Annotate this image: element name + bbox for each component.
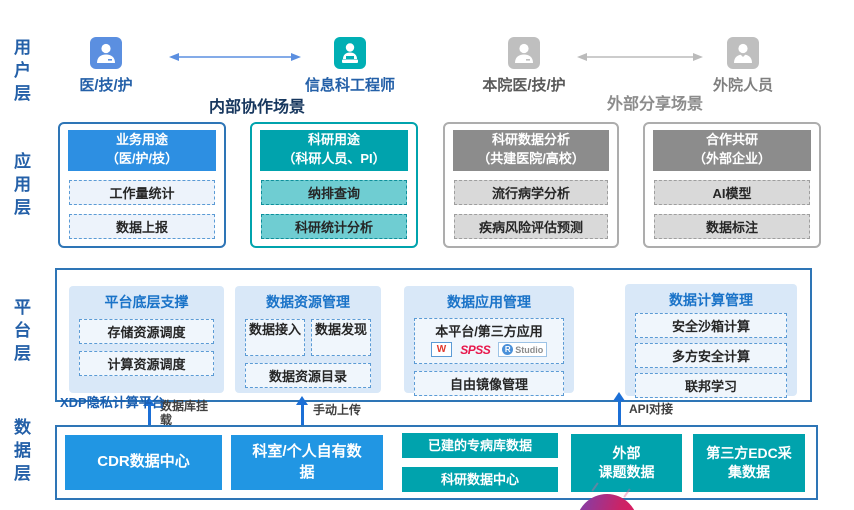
rstudio-logo-icon: R Studio bbox=[498, 342, 548, 357]
data-source-label: CDR数据中心 bbox=[97, 453, 190, 471]
app-box-title: 科研用途 bbox=[307, 132, 360, 147]
app-box-analysis: 科研数据分析 （共建医院/高校） 流行病学分析 疾病风险评估预测 bbox=[443, 122, 619, 248]
app-box-title: 合作共研 bbox=[705, 132, 758, 147]
app-box-subtitle: （外部企业） bbox=[692, 150, 771, 166]
data-source-label: 第三方EDC采 bbox=[706, 445, 792, 462]
app-box-subtitle: （科研人员、PI） bbox=[282, 150, 386, 166]
scenario-internal-label: 内部协作场景 bbox=[208, 99, 305, 116]
panel-item: 自由镜像管理 bbox=[414, 371, 564, 396]
layer-label-app: 应用层 bbox=[11, 152, 30, 221]
app-box-cooperation: 合作共研 （外部企业） AI模型 数据标注 bbox=[643, 122, 821, 248]
app-box-title: 业务用途 bbox=[115, 132, 168, 147]
panel-item: 联邦学习 bbox=[635, 373, 787, 398]
rstudio-r-icon: R bbox=[502, 344, 514, 355]
app-item: 流行病学分析 bbox=[454, 180, 608, 205]
data-source-label: 课题数据 bbox=[598, 464, 655, 480]
panel-item-apps: 本平台/第三方应用 W SPSS R Studio bbox=[414, 318, 564, 364]
layer-label-platform: 平台层 bbox=[11, 298, 30, 367]
app-item: 数据标注 bbox=[654, 214, 810, 239]
actor-label: 医/技/护 bbox=[79, 77, 133, 94]
data-source-label: 外部 bbox=[612, 445, 641, 462]
app-item: 科研统计分析 bbox=[261, 214, 407, 239]
layer-label-user: 用户层 bbox=[11, 38, 30, 107]
up-arrow-line bbox=[618, 401, 621, 429]
person-icon bbox=[727, 37, 759, 69]
person-icon bbox=[90, 37, 122, 69]
app-box-business: 业务用途 （医/护/技） 工作量统计 数据上报 bbox=[58, 122, 226, 248]
data-source-cdr: CDR数据中心 bbox=[65, 435, 222, 490]
data-source-label: 科室/个人自有数 bbox=[252, 443, 362, 461]
app-box-research: 科研用途 （科研人员、PI） 纳排查询 科研统计分析 bbox=[250, 122, 418, 248]
app-box-header: 科研数据分析 （共建医院/高校） bbox=[453, 130, 609, 171]
w-app-logo-icon: W bbox=[430, 342, 453, 357]
bidirectional-arrow-icon bbox=[576, 50, 704, 62]
actor-label: 信息科工程师 bbox=[304, 77, 395, 94]
app-box-header: 科研用途 （科研人员、PI） bbox=[260, 130, 408, 171]
panel-item: 安全沙箱计算 bbox=[635, 313, 787, 338]
app-item: 工作量统计 bbox=[69, 180, 215, 205]
data-source-disease-db: 已建的专病库数据 bbox=[402, 433, 558, 458]
data-source-label: 科研数据中心 bbox=[440, 471, 519, 487]
data-source-label: 据 bbox=[299, 463, 315, 481]
panel-item: 数据接入 bbox=[245, 319, 305, 356]
app-box-header: 合作共研 （外部企业） bbox=[653, 130, 811, 171]
platform-container: 平台底层支撑 存储资源调度 计算资源调度 数据资源管理 数据接入 数据发现 数据… bbox=[55, 268, 812, 402]
app-box-subtitle: （医/护/技） bbox=[105, 150, 179, 166]
connector-api-label: API对接 bbox=[629, 402, 674, 416]
app-item: 疾病风险评估预测 bbox=[454, 214, 608, 239]
panel-item: 多方安全计算 bbox=[635, 343, 787, 368]
rstudio-studio-label: Studio bbox=[515, 344, 544, 355]
actor-label: 本院医/技/护 bbox=[482, 77, 566, 94]
person-icon bbox=[508, 37, 540, 69]
up-arrow-icon bbox=[613, 392, 625, 401]
app-item: 纳排查询 bbox=[261, 180, 407, 205]
app-logos: W SPSS R Studio bbox=[415, 342, 563, 357]
watermark-circle bbox=[576, 494, 638, 510]
panel-title: 数据计算管理 bbox=[669, 292, 753, 308]
app-box-header: 业务用途 （医/护/技） bbox=[68, 130, 216, 171]
platform-panel-foundation: 平台底层支撑 存储资源调度 计算资源调度 bbox=[69, 286, 224, 393]
spss-logo-icon: SPSS bbox=[460, 342, 491, 357]
app-item: 数据上报 bbox=[69, 214, 215, 239]
panel-item: 数据发现 bbox=[311, 319, 371, 356]
up-arrow-line bbox=[148, 406, 151, 438]
panel-item-label: 本平台/第三方应用 bbox=[435, 324, 543, 339]
panel-title: 数据应用管理 bbox=[447, 294, 531, 310]
platform-panel-data-resource: 数据资源管理 数据接入 数据发现 数据资源目录 bbox=[235, 286, 381, 393]
up-arrow-icon bbox=[296, 396, 308, 405]
panel-item: 存储资源调度 bbox=[79, 319, 214, 344]
app-box-subtitle: （共建医院/高校） bbox=[477, 150, 585, 166]
layer-label-data: 数据层 bbox=[11, 418, 30, 487]
up-arrow-line bbox=[301, 405, 304, 433]
panel-title: 平台底层支撑 bbox=[104, 294, 189, 310]
data-source-label: 集数据 bbox=[728, 464, 770, 480]
scenario-external-label: 外部分享场景 bbox=[606, 96, 703, 113]
platform-caption: XDP隐私计算平台 bbox=[60, 395, 165, 410]
connector-db-mount-label: 数据库挂载 bbox=[160, 399, 209, 427]
data-source-research-center: 科研数据中心 bbox=[402, 467, 558, 492]
platform-panel-data-app: 数据应用管理 本平台/第三方应用 W SPSS R Studio 自由镜像管理 bbox=[404, 286, 574, 396]
connector-manual-upload-label: 手动上传 bbox=[313, 403, 362, 417]
panel-item: 数据资源目录 bbox=[245, 363, 371, 388]
platform-panel-data-compute: 数据计算管理 安全沙箱计算 多方安全计算 联邦学习 bbox=[625, 284, 797, 398]
panel-title: 数据资源管理 bbox=[266, 294, 350, 310]
up-arrow-icon bbox=[143, 397, 155, 406]
data-source-edc: 第三方EDC采 集数据 bbox=[693, 434, 805, 492]
data-source-external-project: 外部 课题数据 bbox=[571, 434, 682, 492]
app-item: AI模型 bbox=[654, 180, 810, 205]
bidirectional-arrow-icon bbox=[168, 50, 302, 62]
panel-item: 计算资源调度 bbox=[79, 351, 214, 376]
data-source-dept-personal: 科室/个人自有数 据 bbox=[231, 435, 383, 490]
engineer-icon bbox=[334, 37, 366, 69]
app-box-title: 科研数据分析 bbox=[491, 132, 570, 147]
data-source-label: 已建的专病库数据 bbox=[427, 437, 532, 453]
actor-label: 外院人员 bbox=[712, 77, 773, 94]
